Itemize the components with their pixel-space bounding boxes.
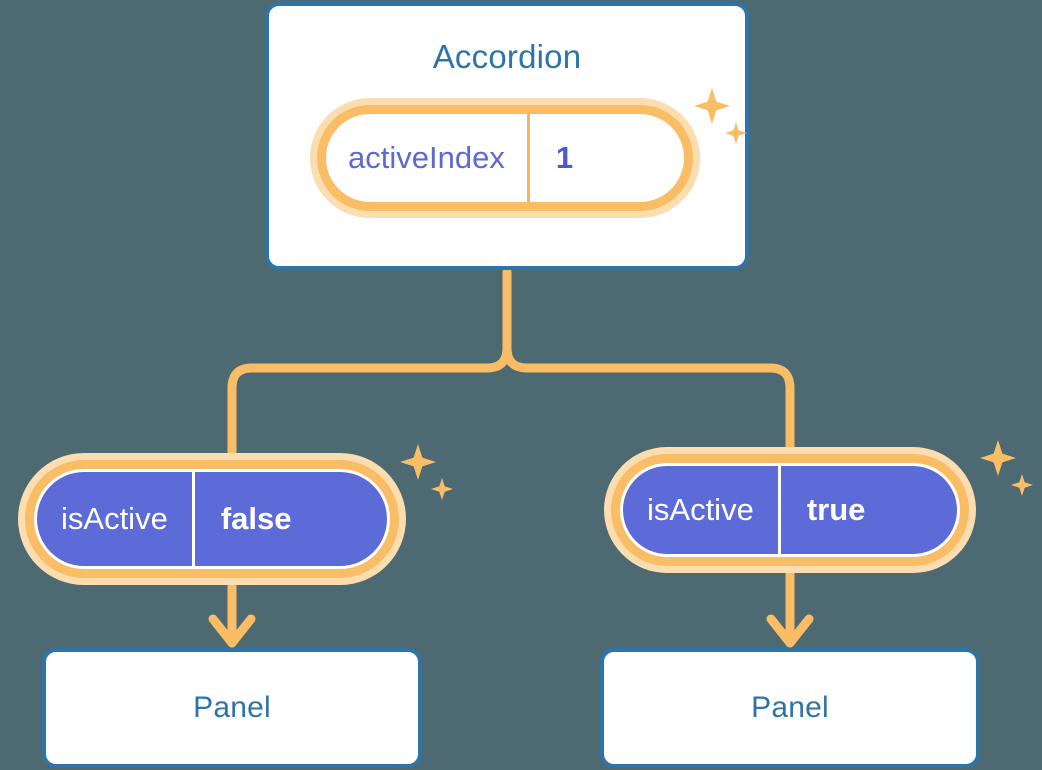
prop-badge-value: true bbox=[777, 466, 892, 554]
component-label: Panel bbox=[751, 691, 829, 724]
state-badge-value: 1 bbox=[526, 114, 599, 202]
prop-badge-key: isActive bbox=[61, 501, 168, 536]
component-card-panel-right[interactable]: Panel bbox=[600, 648, 980, 768]
state-badge-body: activeIndex 1 bbox=[326, 114, 684, 202]
prop-badge-is-active-true[interactable]: isActive true bbox=[604, 447, 976, 573]
prop-badge-ring: isActive false bbox=[25, 460, 399, 578]
component-label: Panel bbox=[193, 691, 271, 724]
sparkle-icon bbox=[694, 88, 747, 144]
prop-badge-value: false bbox=[191, 472, 318, 566]
sparkle-icon bbox=[980, 440, 1033, 496]
connector-arrow-right-head bbox=[766, 614, 814, 648]
connector-arrow-left-head bbox=[208, 614, 256, 648]
prop-badge-body: isActive true bbox=[620, 463, 960, 557]
prop-badge-is-active-false[interactable]: isActive false bbox=[18, 453, 406, 585]
prop-badge-ring: isActive true bbox=[611, 454, 969, 566]
connector-branch-left bbox=[227, 343, 512, 460]
connector-branch-right bbox=[502, 343, 795, 455]
state-badge-active-index[interactable]: activeIndex 1 bbox=[310, 98, 700, 218]
component-card-panel-left[interactable]: Panel bbox=[42, 648, 422, 768]
state-badge-ring: activeIndex 1 bbox=[317, 105, 693, 211]
prop-badge-body: isActive false bbox=[34, 469, 390, 569]
sparkle-icon bbox=[400, 444, 453, 500]
prop-badge-key: isActive bbox=[647, 492, 754, 527]
page-title: Accordion bbox=[432, 38, 582, 75]
state-badge-key: activeIndex bbox=[348, 140, 505, 175]
